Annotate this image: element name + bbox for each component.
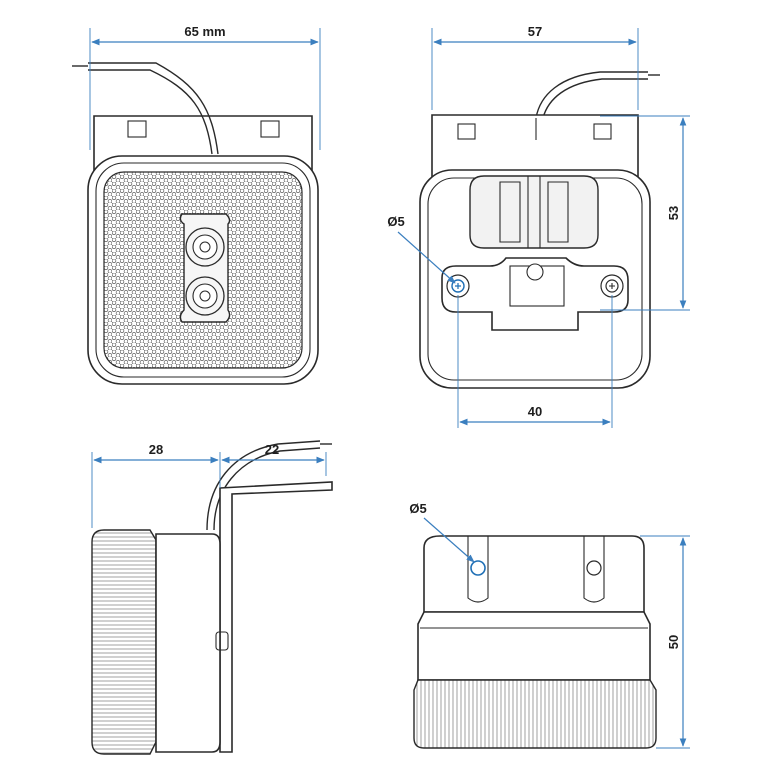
back-hole-diameter-label: Ø5 <box>387 214 404 229</box>
hole-spacing-label: 40 <box>528 404 542 419</box>
side-view <box>91 440 333 755</box>
front-width-label: 65 mm <box>184 24 225 39</box>
back-view <box>419 71 660 389</box>
side-bracket-label: 22 <box>265 442 279 457</box>
back-width-label: 57 <box>528 24 542 39</box>
bottom-hole-diameter-label: Ø5 <box>409 501 426 516</box>
front-view <box>72 62 319 385</box>
back-height-label: 53 <box>666 206 681 220</box>
bottom-height-label: 50 <box>666 635 681 649</box>
side-depth-label: 28 <box>149 442 163 457</box>
bottom-view <box>413 535 657 749</box>
